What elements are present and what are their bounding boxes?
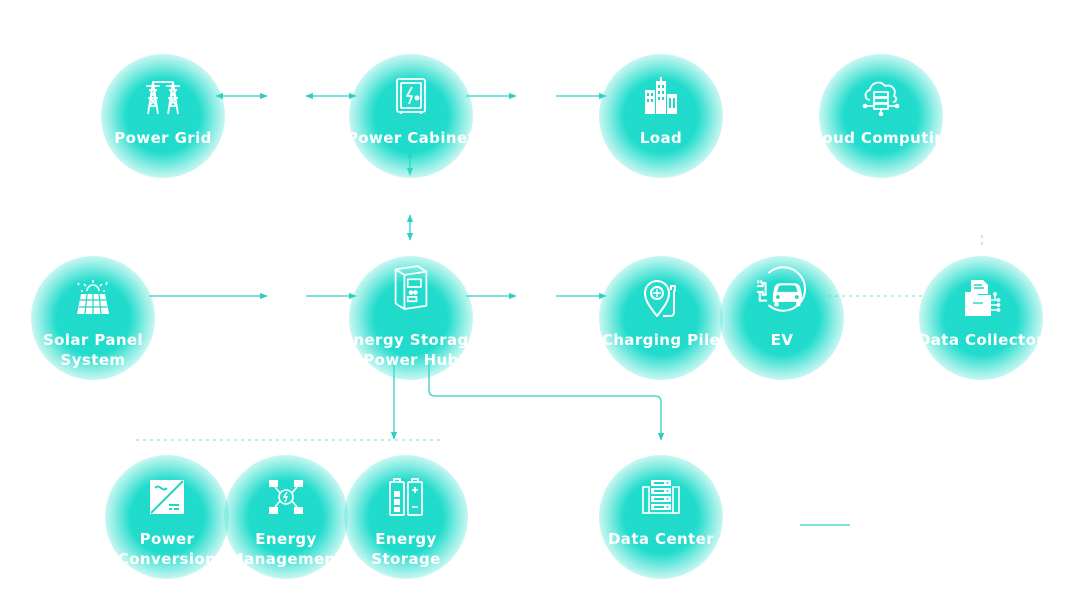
file-data-collector-icon — [965, 280, 1001, 316]
node-cloud-computing[interactable]: Cloud Computing — [801, 36, 961, 196]
power-tower-icon — [146, 81, 180, 115]
label-line: Data Center — [607, 530, 715, 548]
node-solar-panel-system[interactable]: Solar Panel System — [13, 238, 173, 398]
node-label: Energy Storage — [326, 529, 486, 569]
node-label: Data Collector — [901, 330, 1061, 350]
label-line: Power Cabinet — [346, 129, 476, 147]
power-converter-icon — [150, 480, 184, 514]
label-line: Conversion — [117, 550, 217, 568]
battery-icon — [389, 478, 423, 516]
cloud-server-icon — [862, 81, 900, 116]
node-label: Energy Management — [206, 529, 366, 569]
node-glow — [224, 455, 348, 579]
label-line: Management — [228, 550, 344, 568]
node-load[interactable]: Load — [581, 36, 741, 196]
node-glow — [599, 455, 723, 579]
node-glow — [819, 54, 943, 178]
node-label: Data Center — [581, 529, 741, 549]
label-line: Solar Panel — [42, 331, 144, 349]
label-line: Power — [139, 530, 195, 548]
node-glow — [599, 256, 723, 380]
energy-storage-cabinet-icon — [394, 265, 428, 310]
node-glow — [919, 256, 1043, 380]
solar-panel-icon — [77, 280, 109, 315]
node-glow — [344, 455, 468, 579]
label-line: System — [60, 351, 126, 369]
label-line: EV — [770, 331, 794, 349]
label-line: Energy — [375, 530, 437, 548]
label-line: Power Grid — [114, 129, 212, 147]
node-charging-pile[interactable]: Charging Pile — [581, 238, 741, 398]
electric-car-icon — [756, 266, 807, 312]
node-label: Power Conversion — [87, 529, 247, 569]
node-power-conversion[interactable]: Power Conversion — [87, 437, 247, 597]
node-label: Energy Storage Power Hub — [331, 330, 491, 370]
node-glow — [349, 54, 473, 178]
label-line: Cloud Computing — [805, 129, 957, 147]
electrical-cabinet-icon — [396, 78, 426, 114]
charging-station-icon — [644, 280, 676, 317]
node-energy-storage[interactable]: Energy Storage — [326, 437, 486, 597]
node-energy-management[interactable]: Energy Management — [206, 437, 366, 597]
node-ev[interactable]: EV — [702, 238, 862, 398]
node-label: Cloud Computing — [801, 128, 961, 148]
city-buildings-icon — [645, 77, 677, 114]
node-data-center[interactable]: Data Center — [581, 437, 741, 597]
node-label: EV — [702, 330, 862, 350]
node-label: Charging Pile — [581, 330, 741, 350]
node-label: Power Grid — [83, 128, 243, 148]
node-label: Power Cabinet — [331, 128, 491, 148]
node-glow — [599, 54, 723, 178]
label-line: Load — [639, 129, 683, 147]
label-line: Charging Pile — [601, 331, 721, 349]
energy-network-icon — [269, 480, 303, 514]
node-label: Solar Panel System — [13, 330, 173, 370]
edge-hub-to-data-center — [428, 364, 665, 441]
node-data-collector[interactable]: Data Collector — [901, 238, 1061, 398]
node-power-cabinet[interactable]: Power Cabinet — [331, 36, 491, 196]
node-glow — [31, 256, 155, 380]
node-glow — [349, 256, 473, 380]
server-rack-icon — [642, 480, 680, 514]
label-line: Power Hub — [363, 351, 459, 369]
node-glow — [720, 256, 844, 380]
node-power-grid[interactable]: Power Grid — [83, 36, 243, 196]
node-glow — [101, 54, 225, 178]
label-line: Energy — [255, 530, 317, 548]
node-energy-storage-power-hub[interactable]: Energy Storage Power Hub — [331, 238, 491, 398]
label-line: Storage — [371, 550, 441, 568]
label-line: Energy Storage — [342, 331, 480, 349]
label-line: Data Collector — [917, 331, 1045, 349]
node-label: Load — [581, 128, 741, 148]
node-glow — [105, 455, 229, 579]
